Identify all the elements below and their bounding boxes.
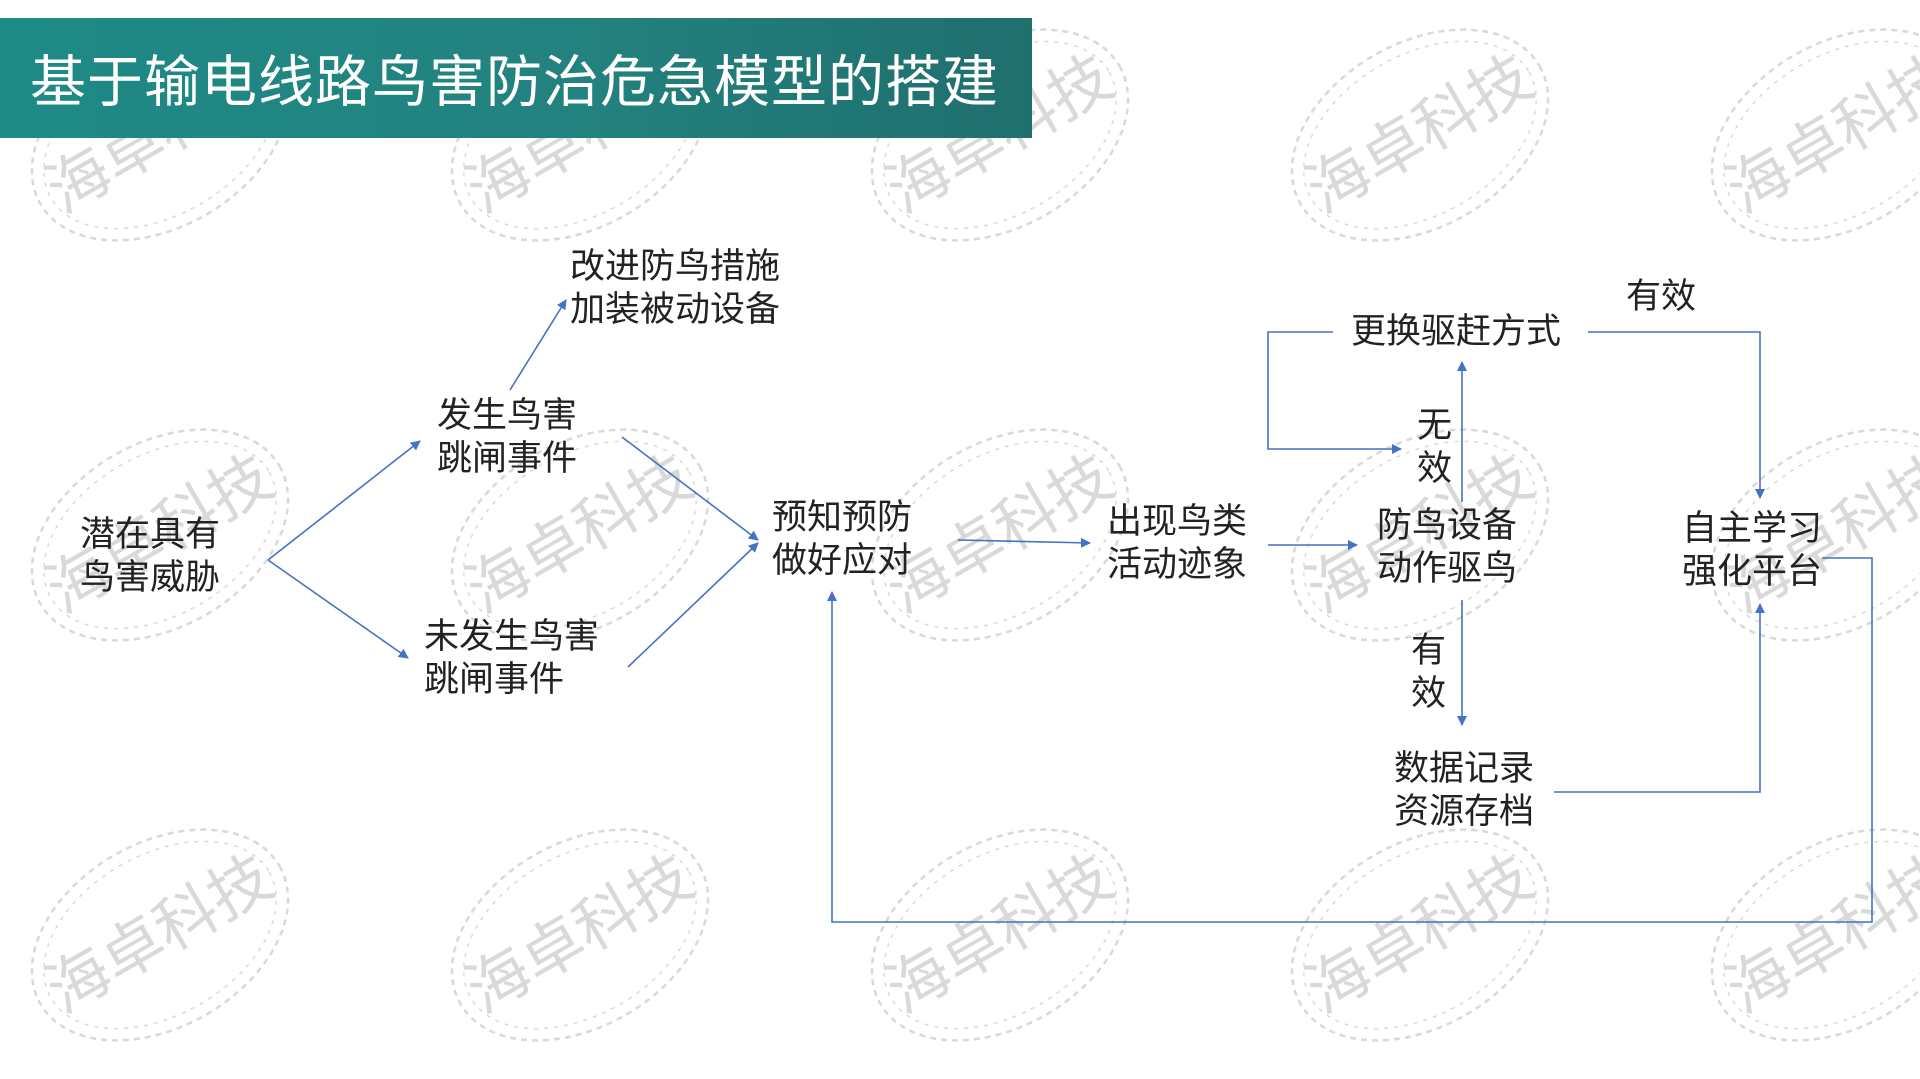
node-line: 动作驱鸟 (1377, 549, 1518, 589)
node-trip-event: 发生鸟害 跳闸事件 (437, 395, 577, 481)
node-line: 自主学习 (1682, 509, 1823, 549)
watermark-stamp: 海卓科技 (850, 820, 1150, 1050)
node-line: 做好应对 (772, 541, 913, 581)
watermark-stamp: 海卓科技 (1690, 820, 1920, 1050)
watermark-stamp: 海卓科技 (850, 420, 1150, 650)
label-line: 无 (1417, 406, 1453, 446)
node-self-learning: 自主学习 强化平台 (1682, 508, 1822, 594)
node-line: 活动迹象 (1107, 545, 1248, 585)
node-line: 加装被动设备 (570, 290, 781, 330)
arrow-change-to-learning (1588, 331, 1765, 499)
arrow-threat-to-notrip (267, 559, 409, 659)
node-line: 未发生鸟害 (424, 617, 600, 657)
label-line: 效 (1411, 674, 1447, 714)
node-potential-threat: 潜在具有 鸟害威胁 (80, 514, 220, 600)
arrow-learning-to-predict (827, 557, 1873, 923)
node-line: 资源存档 (1394, 792, 1535, 832)
arrow-notrip-to-predict (627, 542, 759, 668)
node-line: 更换驱赶方式 (1351, 312, 1562, 352)
node-line: 跳闸事件 (424, 660, 565, 700)
label-line: 有效 (1626, 277, 1697, 317)
node-predict-prevent: 预知预防 做好应对 (772, 497, 912, 583)
watermark-stamp: 海卓科技 (10, 420, 310, 650)
watermark-stamp: 海卓科技 (430, 820, 730, 1050)
title-banner: 基于输电线路鸟害防治危急模型的搭建 (0, 18, 1032, 138)
node-line: 强化平台 (1682, 552, 1823, 592)
watermark-stamp: 海卓科技 (1270, 420, 1570, 650)
arrow-threat-to-trip (267, 440, 421, 561)
node-improve-measures: 改进防鸟措施 加装被动设备 (570, 246, 780, 332)
node-bird-activity: 出现鸟类 活动迹象 (1107, 501, 1247, 587)
arrow-predict-to-activity (957, 537, 1091, 548)
node-device-action: 防鸟设备 动作驱鸟 (1377, 505, 1517, 591)
label-line: 有 (1411, 631, 1447, 671)
arrow-record-to-learning (1554, 603, 1765, 793)
watermark-stamp: 海卓科技 (1270, 820, 1570, 1050)
node-no-trip-event: 未发生鸟害 跳闸事件 (424, 616, 599, 702)
label-invalid: 无 效 (1417, 405, 1452, 491)
node-data-record: 数据记录 资源存档 (1394, 748, 1534, 834)
watermark-stamp: 海卓科技 (430, 420, 730, 650)
label-valid-down: 有 效 (1411, 630, 1446, 716)
arrow-trip-to-improve (509, 299, 567, 391)
node-line: 出现鸟类 (1107, 502, 1248, 542)
watermark-stamp: 海卓科技 (1690, 20, 1920, 250)
arrow-change-loop-back (1267, 331, 1402, 454)
node-line: 跳闸事件 (437, 439, 578, 479)
watermark-stamp: 海卓科技 (1270, 20, 1570, 250)
node-line: 预知预防 (772, 498, 913, 538)
node-change-method: 更换驱赶方式 (1351, 311, 1561, 354)
node-line: 数据记录 (1394, 749, 1535, 789)
node-line: 防鸟设备 (1377, 506, 1518, 546)
node-line: 潜在具有 (80, 515, 221, 555)
page-title: 基于输电线路鸟害防治危急模型的搭建 (30, 50, 999, 116)
label-valid-top: 有效 (1626, 276, 1696, 319)
node-line: 发生鸟害 (437, 396, 578, 436)
watermark-stamp: 海卓科技 (1690, 420, 1920, 650)
watermark-stamp: 海卓科技 (10, 820, 310, 1050)
label-line: 效 (1417, 449, 1453, 489)
node-line: 鸟害威胁 (80, 558, 221, 598)
node-line: 改进防鸟措施 (570, 247, 781, 287)
arrow-trip-to-predict (621, 436, 759, 541)
